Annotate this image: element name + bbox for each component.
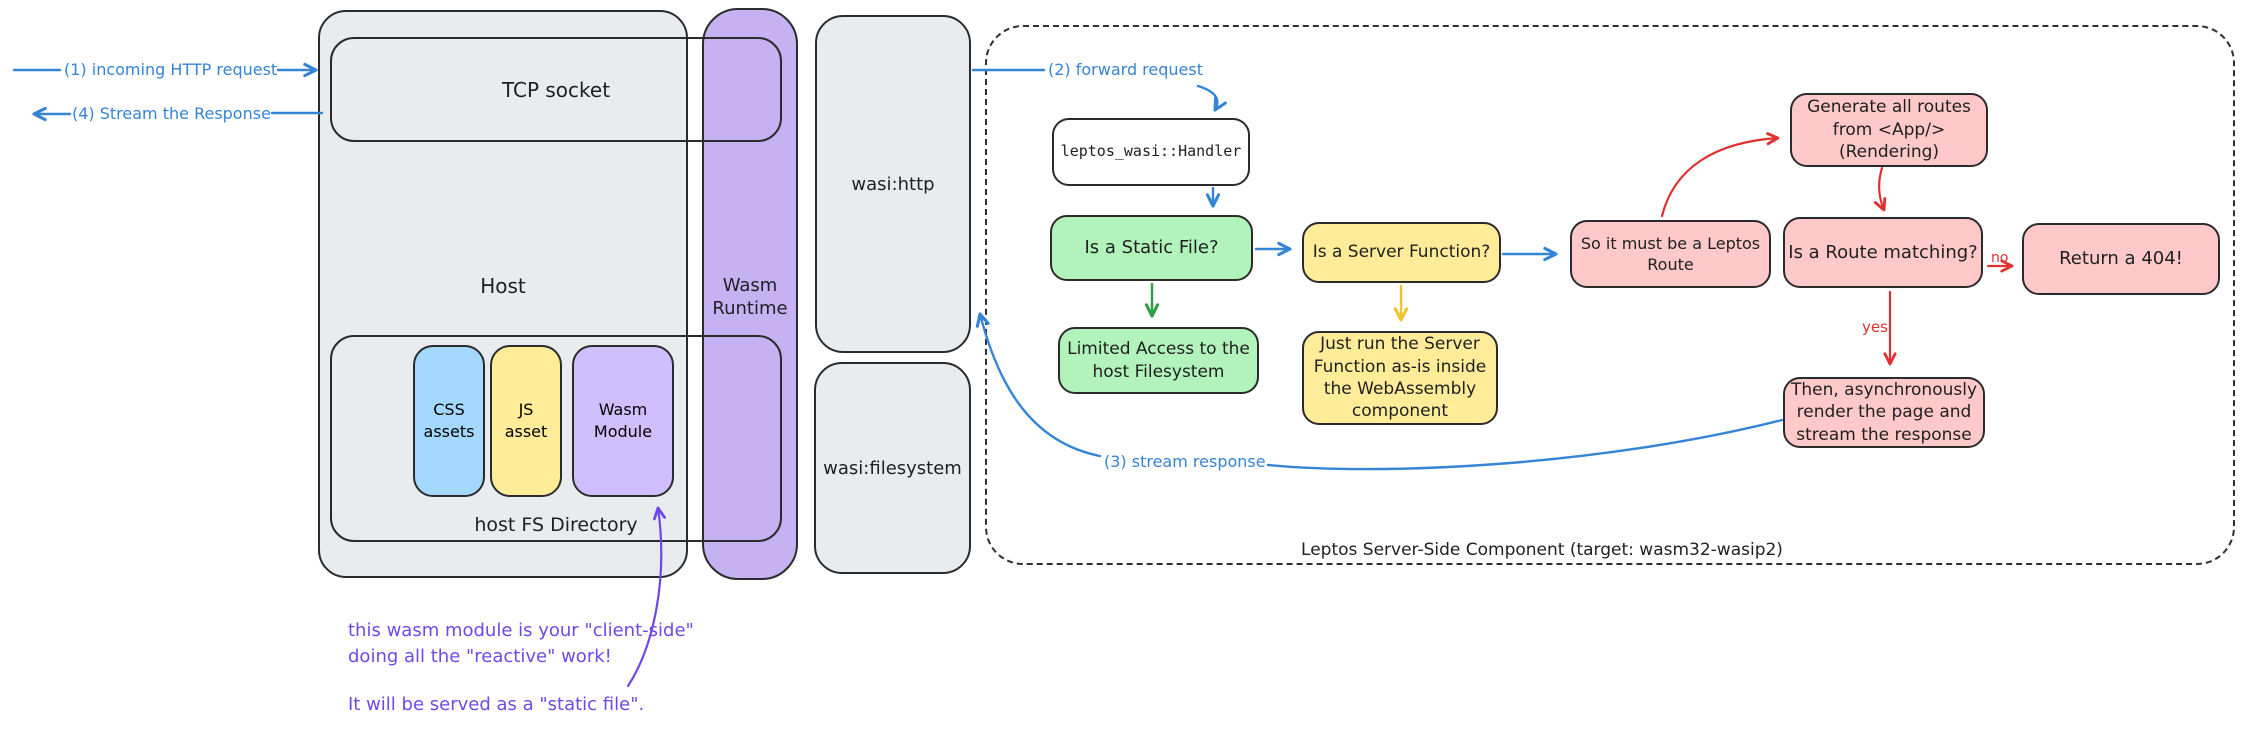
label-incoming-request: (1) incoming HTTP request <box>64 60 278 79</box>
node-route-matching: Is a Route matching? <box>1783 217 1983 288</box>
wasm-runtime-column: Wasm Runtime <box>702 8 798 580</box>
host-title: Host <box>480 274 526 298</box>
wasm-runtime-title: Wasm Runtime <box>712 275 788 320</box>
tcp-socket-label: TCP socket <box>501 77 611 102</box>
node-then-render: Then, asynchronously render the page and… <box>1783 377 1985 448</box>
wasm-module-label: Wasm Module <box>593 400 653 441</box>
host-fs-directory-label: host FS Directory <box>474 514 638 536</box>
wasm-module-box: Wasm Module <box>572 345 674 497</box>
wasi-filesystem-box: wasi:filesystem <box>814 362 971 574</box>
node-just-run-server-function: Just run the Server Function as-is insid… <box>1302 331 1498 425</box>
annotation-wasm-module: this wasm module is your "client-side" d… <box>348 620 694 668</box>
js-asset-label: JS asset <box>504 400 548 441</box>
css-assets-label: CSS assets <box>423 400 475 441</box>
css-assets-box: CSS assets <box>413 345 485 497</box>
label-no: no <box>1991 250 2009 266</box>
node-generate-routes: Generate all routes from <App/> (Renderi… <box>1790 93 1988 167</box>
wasi-http-label: wasi:http <box>851 173 935 195</box>
annotation-static-file: It will be served as a "static file". <box>348 694 645 715</box>
host-fs-directory-box: host FS Directory <box>330 335 782 542</box>
node-is-static-file: Is a Static File? <box>1050 215 1253 281</box>
wasi-filesystem-label: wasi:filesystem <box>823 457 962 479</box>
label-stream-the-response: (4) Stream the Response <box>72 104 271 123</box>
label-yes: yes <box>1862 318 1888 336</box>
node-handler: leptos_wasi::Handler <box>1052 118 1250 186</box>
wasi-http-box: wasi:http <box>815 15 971 353</box>
node-return-404: Return a 404! <box>2022 223 2220 295</box>
node-leptos-route: So it must be a Leptos Route <box>1570 220 1771 288</box>
node-limited-access: Limited Access to the host Filesystem <box>1058 327 1259 394</box>
label-forward-request: (2) forward request <box>1048 60 1203 79</box>
leptos-component-container: Leptos Server-Side Component (target: wa… <box>985 25 2235 565</box>
leptos-component-caption: Leptos Server-Side Component (target: wa… <box>1301 540 1783 560</box>
label-stream-response: (3) stream response <box>1104 452 1266 471</box>
node-is-server-function: Is a Server Function? <box>1302 222 1501 283</box>
js-asset-box: JS asset <box>490 345 562 497</box>
tcp-socket-box: TCP socket <box>330 37 782 142</box>
